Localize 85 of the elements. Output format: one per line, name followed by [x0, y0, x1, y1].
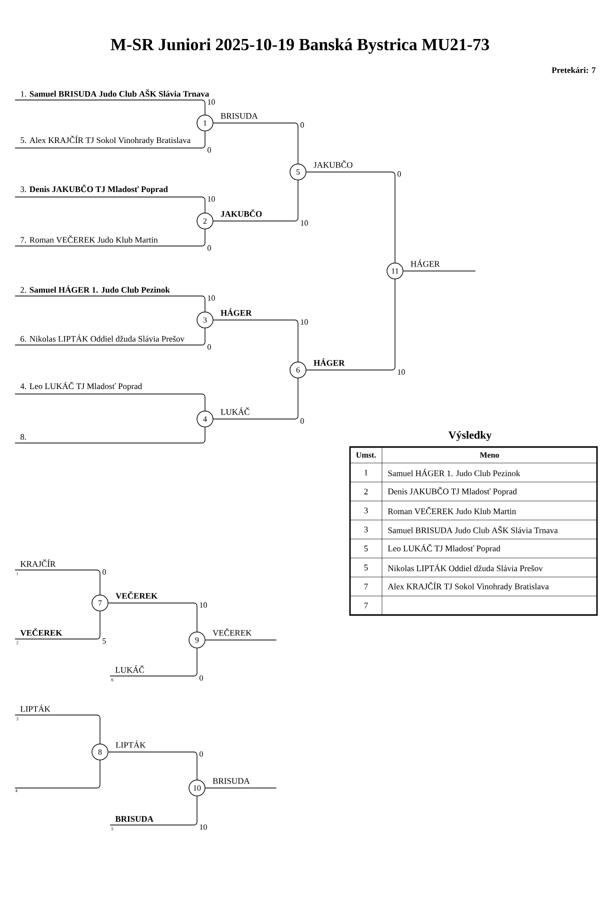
competitor-name: 2. Samuel HÁGER 1. Judo Club Pezinok [20, 285, 170, 293]
score: 0 [300, 418, 305, 424]
winner-name: LIPTÁK [116, 740, 146, 748]
competitor-name: 3. Denis JAKUBČO TJ Mladosť Poprad [20, 184, 168, 194]
athlete-name: Alex KRAJČÍR TJ Sokol Vinohrady Bratislava [388, 582, 549, 592]
competitor-name: KRAJČÍR [20, 559, 56, 567]
winner-name: HÁGER [314, 358, 345, 366]
rank-number: 1 [364, 470, 368, 476]
athlete-name: Nikolas LIPTÁK Oddiel džuda Slávia Prešov [388, 564, 543, 572]
score: 0 [102, 568, 107, 576]
score: 0 [206, 146, 212, 154]
bracket-line [110, 648, 198, 676]
athlete-name: Samuel BRISUDA Judo Club AŠK Slávia Trnava [388, 526, 558, 534]
rank-number: 3 [364, 508, 368, 514]
bracket-line [14, 394, 206, 411]
competitor-name: 8. [20, 434, 26, 440]
bracket-line [213, 320, 298, 362]
bracket-line [213, 180, 298, 222]
bracket-line [14, 131, 206, 148]
competitor-name: VEČEREK [20, 628, 62, 636]
bracket-line [403, 270, 476, 272]
competitor-name: 1. Samuel BRISUDA Judo Club AŠK Slávia Trnava [20, 89, 210, 97]
rank-number: 2 [364, 488, 368, 494]
competitor-name: 4. Leo LUKÁČ TJ Mladosť Poprad [20, 382, 142, 391]
score: 0 [198, 750, 204, 758]
score: 10 [206, 294, 216, 302]
bracket-line [14, 611, 100, 640]
score: 5 [102, 638, 107, 644]
winner-name: HÁGER [410, 259, 440, 267]
competitor-name: 5. Alex KRAJČÍR TJ Sokol Vinohrady Bratislava [20, 136, 190, 145]
bracket-line [14, 328, 206, 346]
winner-name: VEČEREK [116, 591, 158, 599]
competitor-name: LIPTÁK [20, 704, 50, 712]
competitor-count: Pretekári: 7 [552, 66, 596, 74]
bracket-line [14, 427, 206, 444]
score: 10 [300, 318, 309, 326]
winner-name: HÁGER [220, 308, 252, 316]
bracket-line [14, 296, 206, 312]
winner-name: JAKUBČO [314, 160, 352, 168]
score: 10 [206, 98, 216, 106]
score: 10 [300, 220, 309, 226]
bracket-line [14, 229, 206, 246]
rank-number: 7 [364, 602, 368, 608]
competitor-name: LUKÁČ [115, 665, 144, 673]
bracket-line [306, 172, 396, 263]
bracket-line [14, 760, 100, 788]
bracket-line [14, 714, 100, 744]
athlete-name: Denis JAKUBČO TJ Mladosť Poprad [388, 486, 517, 496]
bracket-line [213, 378, 298, 420]
bracket-line [108, 602, 198, 632]
score: 10 [198, 602, 208, 608]
rank-number: 3 [364, 526, 368, 532]
winner-name: LUKÁČ [220, 407, 250, 415]
score: 0 [198, 674, 204, 682]
column-header: Umst. [356, 452, 376, 458]
competitor-name: BRISUDA [115, 816, 154, 822]
bracket-line [306, 279, 396, 370]
page-title: M-SR Juniori 2025-10-19 Banská Bystrica MU21-73 [110, 38, 489, 54]
bracket-line [110, 796, 198, 826]
score: 0 [206, 244, 212, 252]
winner-name: BRISUDA [212, 778, 250, 784]
score: 0 [300, 122, 305, 128]
rank-number: 5 [364, 564, 368, 570]
winner-name: VEČEREK [212, 628, 252, 636]
bracket-line [14, 570, 100, 595]
score: 10 [198, 824, 208, 830]
bracket-line [14, 196, 206, 213]
score: 10 [396, 368, 406, 376]
rank-number: 7 [364, 584, 368, 590]
score: 0 [206, 344, 212, 350]
winner-name: BRISUDA [220, 113, 258, 119]
athlete-name: Roman VEČEREK Judo Klub Martin [388, 506, 516, 514]
bracket-line [14, 100, 206, 115]
score: 0 [396, 170, 402, 178]
bracket-line [213, 122, 298, 164]
athlete-name: Samuel HÁGER 1. Judo Club Pezinok [388, 468, 520, 476]
column-header: Meno [480, 452, 499, 458]
winner-name: JAKUBČO [220, 209, 262, 217]
competitor-name: 6. Nikolas LIPTÁK Oddiel džuda Slávia Prešov [20, 334, 185, 342]
rank-number: 5 [364, 546, 368, 552]
bracket-line [108, 752, 198, 780]
score: 10 [206, 196, 216, 202]
table-title: Výsledky [448, 431, 492, 441]
athlete-name: Leo LUKÁČ TJ Mladosť Poprad [388, 544, 500, 554]
competitor-name: 7. Roman VEČEREK Judo Klub Martin [20, 235, 158, 243]
